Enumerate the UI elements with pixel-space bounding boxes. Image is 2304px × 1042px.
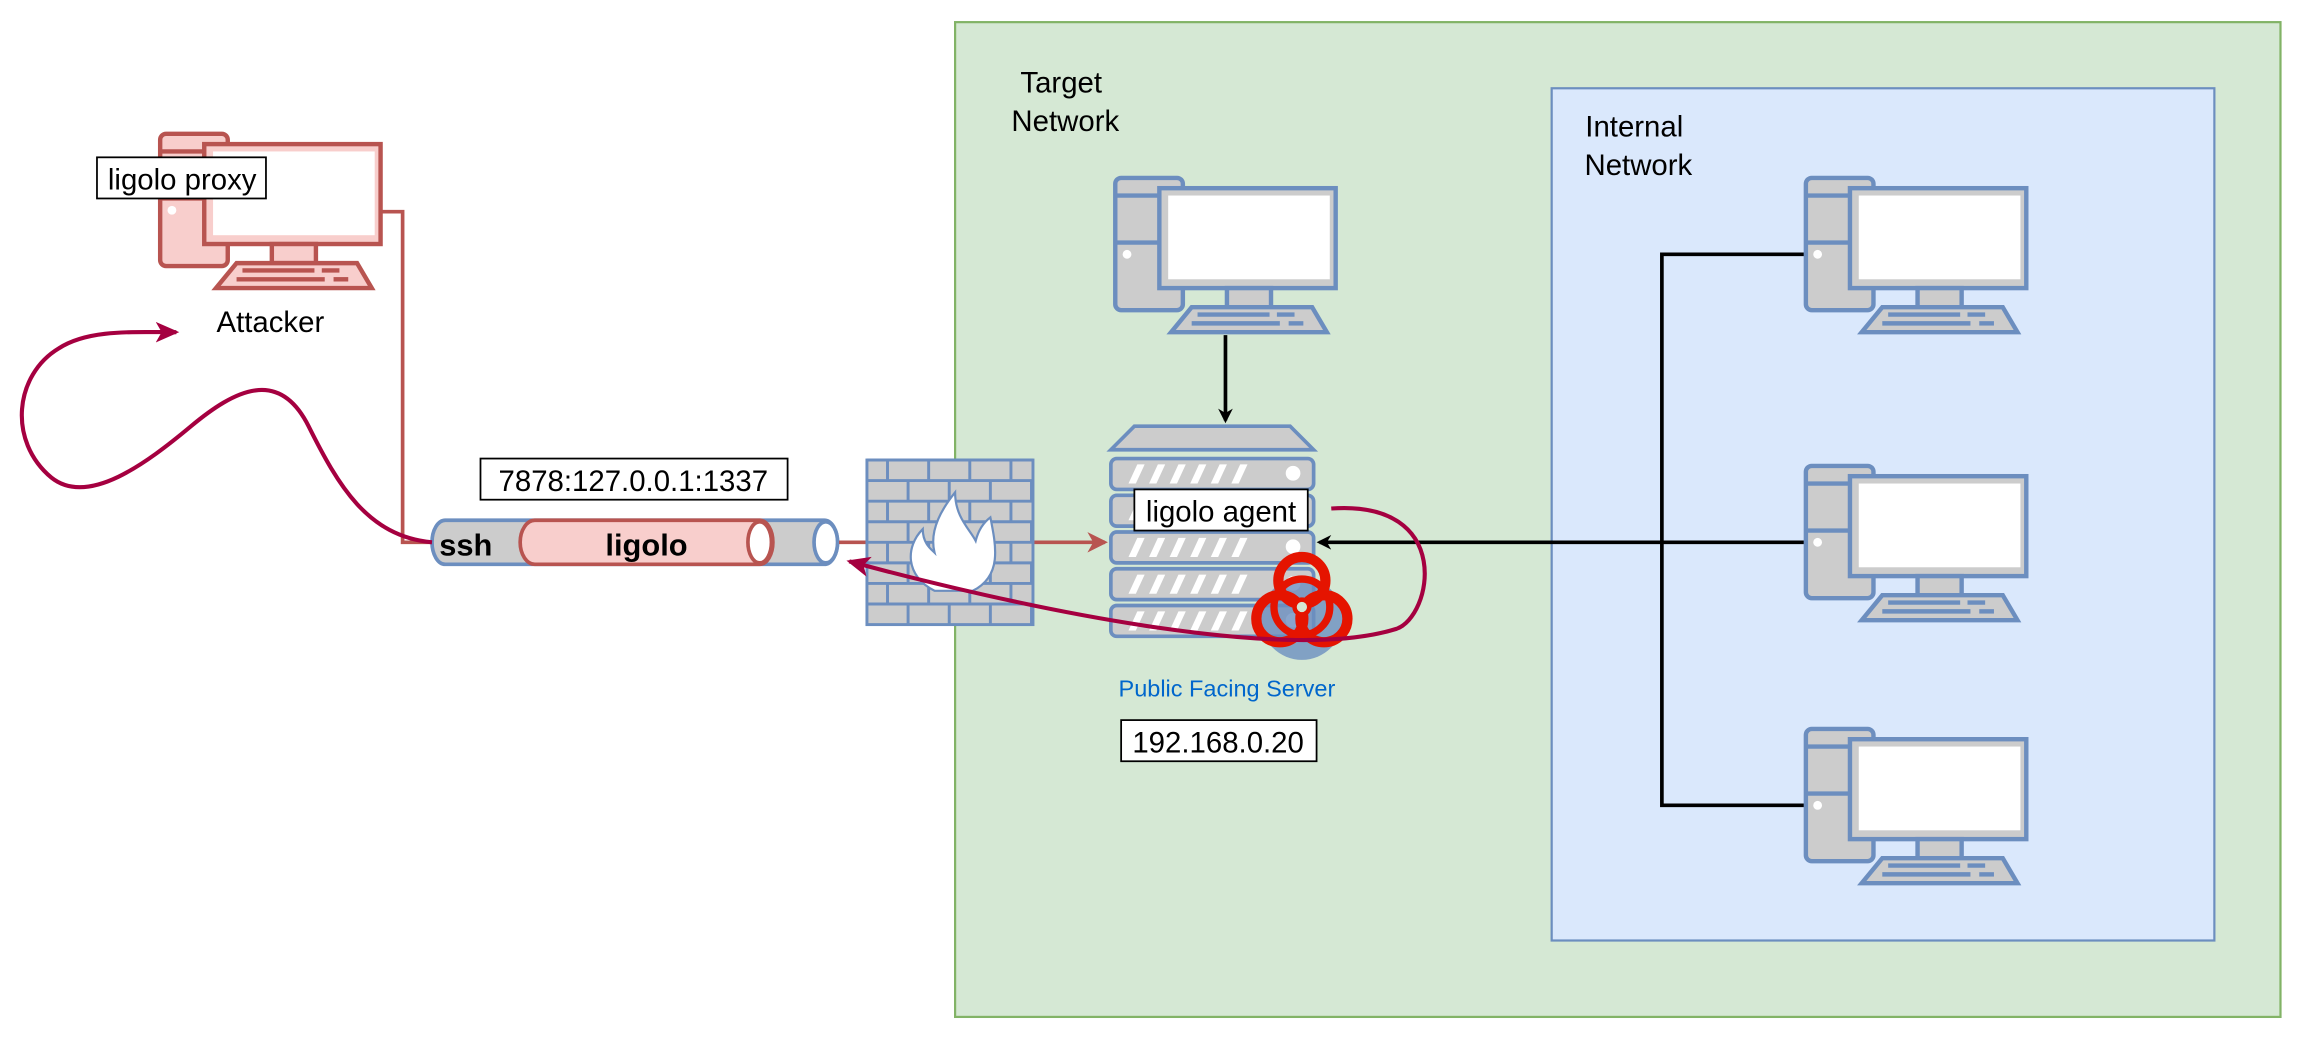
server-unit <box>1109 456 1316 492</box>
server-unit <box>1109 530 1316 565</box>
attacker-loop-arrow <box>19 321 433 545</box>
computer-icon <box>1806 466 2026 620</box>
internal-pc-3[interactable] <box>1806 729 2026 883</box>
computer-icon <box>1806 729 2026 883</box>
reverse-tunnel-arrow <box>846 506 1427 642</box>
server-ip-label: 192.168.0.20 <box>1120 719 1318 763</box>
target-network-label: Target Network <box>1011 67 1119 138</box>
internal-pc-1[interactable] <box>1806 178 2026 332</box>
internal-pc-2[interactable] <box>1806 466 2026 620</box>
attacker-label: Attacker <box>216 306 324 339</box>
firewall-icon[interactable] <box>865 458 1035 627</box>
port-forward-label: 7878:127.0.0.1:1337 <box>479 457 789 501</box>
computer-icon <box>1806 178 2026 332</box>
ligolo-tunnel[interactable]: ligolo <box>518 518 775 567</box>
svg-text:7878:127.0.0.1:1337: 7878:127.0.0.1:1337 <box>499 465 769 498</box>
svg-text:192.168.0.20: 192.168.0.20 <box>1132 726 1304 759</box>
fire-icon <box>909 489 997 592</box>
ligolo-proxy-label: ligolo proxy <box>96 156 267 200</box>
target-pc[interactable] <box>1115 178 1335 332</box>
ligolo-label: ligolo <box>605 528 687 563</box>
internal-network-label: Internal Network <box>1585 111 1693 182</box>
svg-text:ligolo agent: ligolo agent <box>1146 496 1296 529</box>
internal-network-links <box>1316 252 1805 808</box>
ligolo-agent-label: ligolo agent <box>1133 488 1309 532</box>
attacker-to-tunnel-link <box>382 209 434 545</box>
server-label: Public Facing Server <box>1119 676 1336 702</box>
ssh-label: ssh <box>439 528 492 563</box>
svg-text:ligolo proxy: ligolo proxy <box>108 164 257 197</box>
computer-icon <box>1115 178 1335 332</box>
